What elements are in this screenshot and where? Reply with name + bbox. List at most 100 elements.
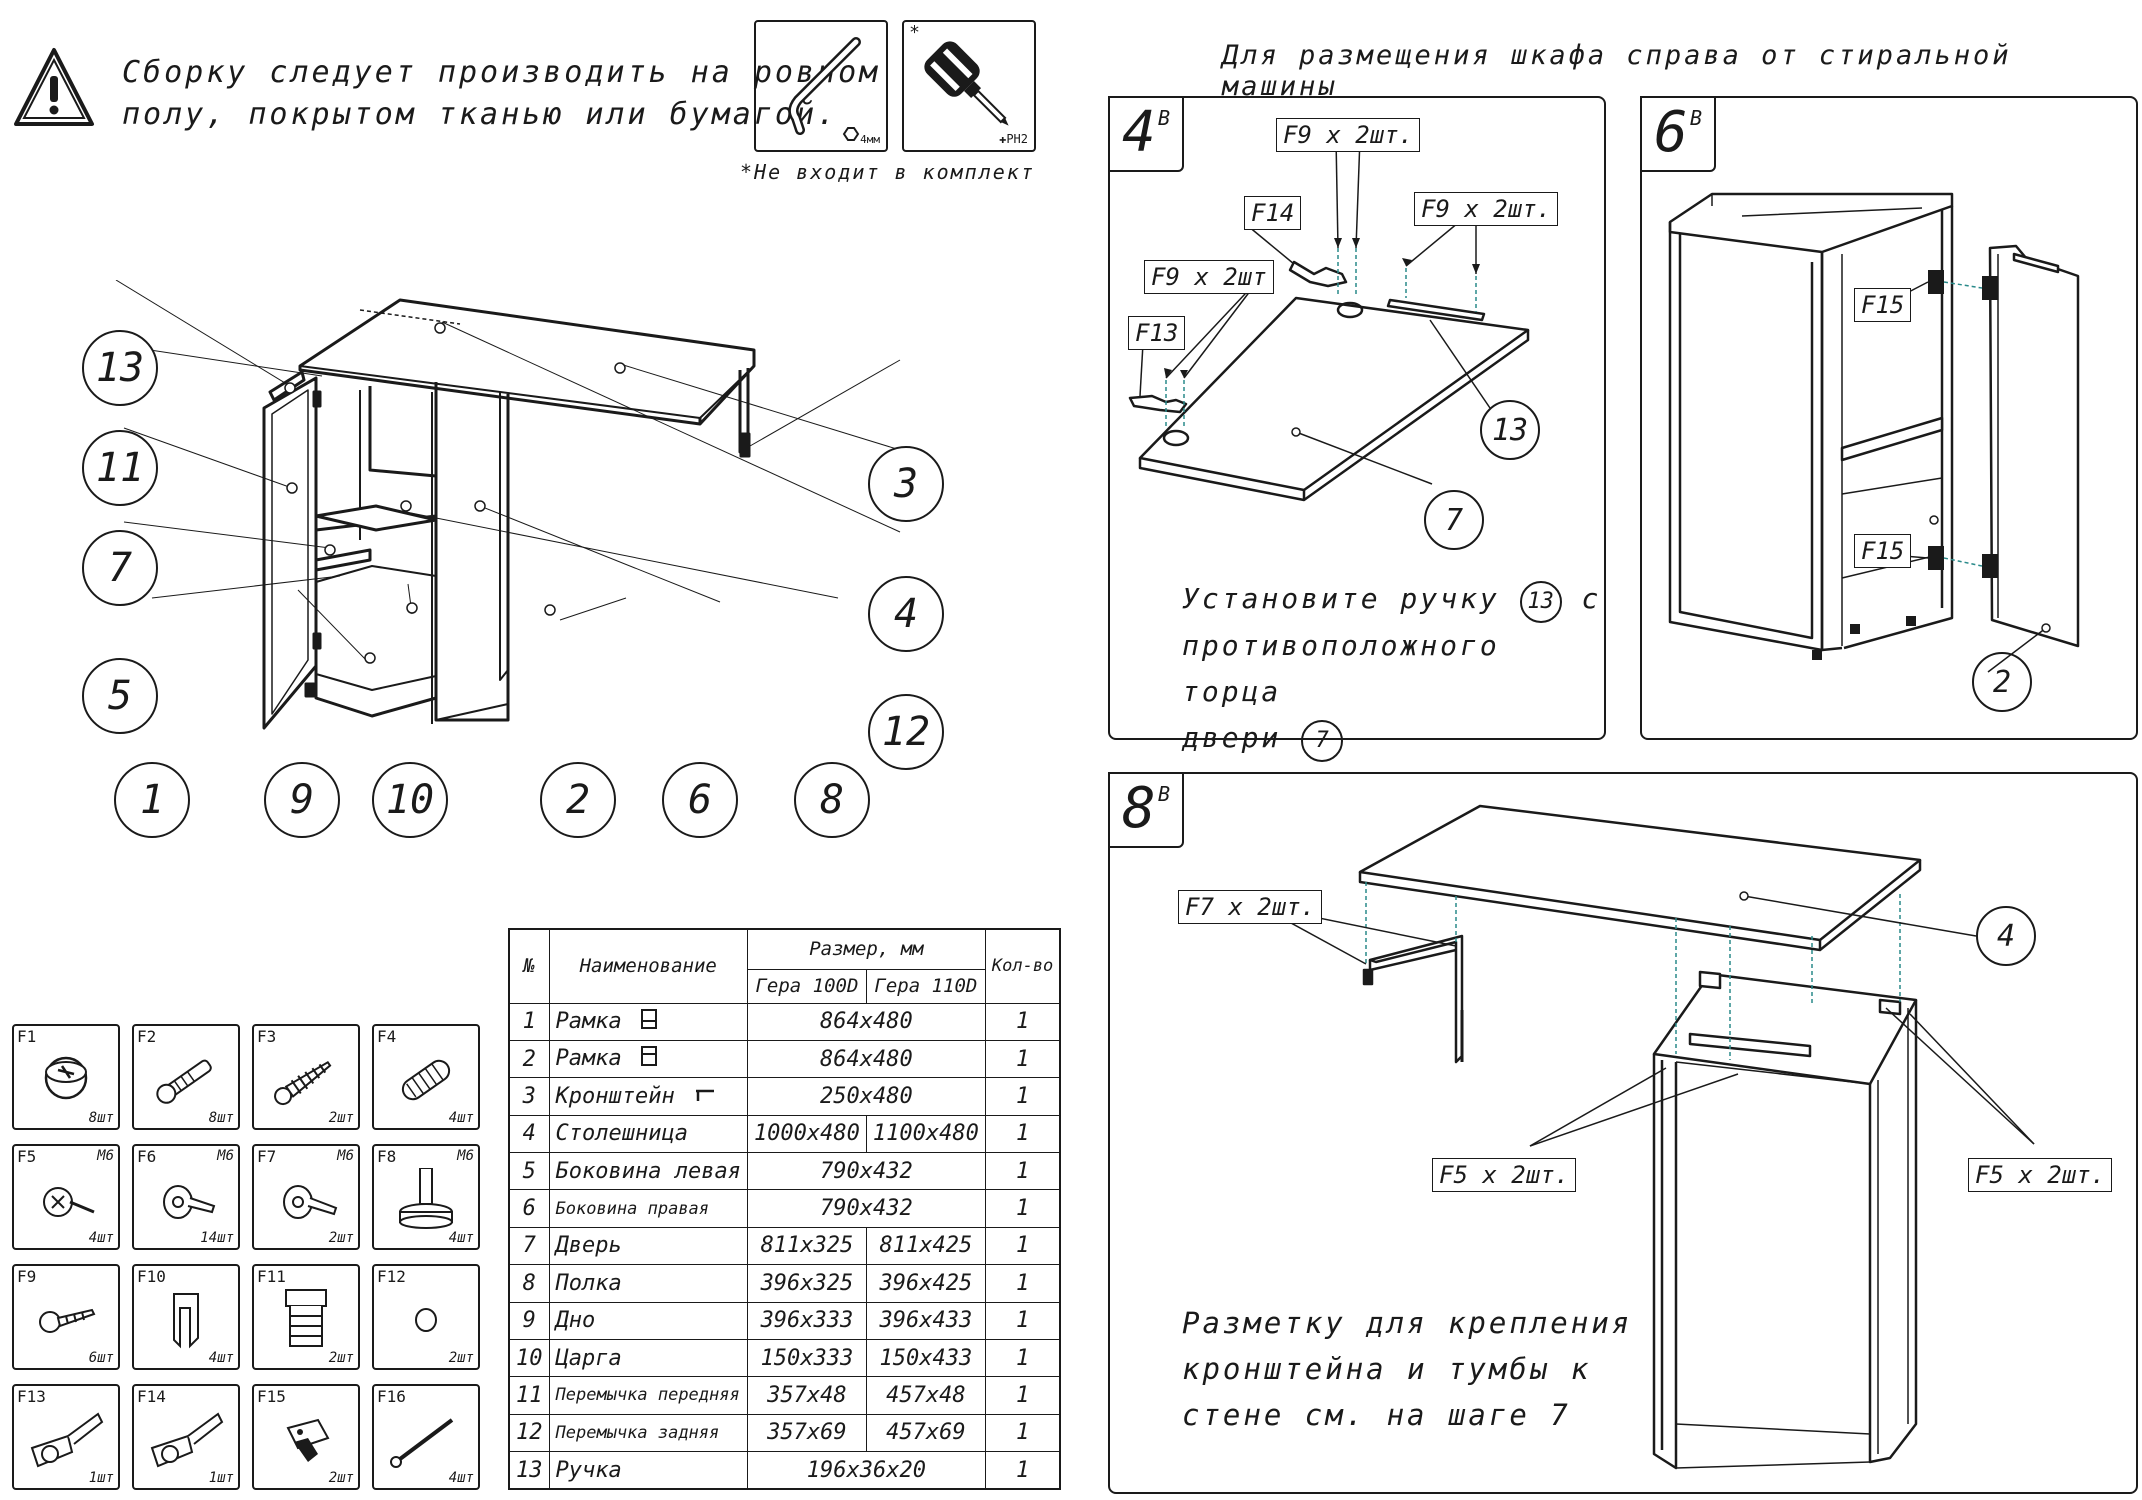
fitting-qty: 2шт — [448, 1350, 474, 1366]
screwdriver-icon — [924, 41, 1009, 126]
step-4-tag-f9-left: F9 х 2шт — [1144, 260, 1274, 294]
cap-icon — [415, 1308, 437, 1332]
row-number: 10 — [508, 1338, 550, 1378]
fitting-spec: М6 — [337, 1148, 354, 1164]
row-name: Дверь — [548, 1226, 748, 1266]
row-size: 196х36х20 — [746, 1451, 986, 1490]
row-qty: 1 — [984, 1002, 1061, 1041]
hex-key-size: 4мм — [860, 133, 880, 146]
callout-5: 5 — [82, 658, 158, 734]
callout-12: 12 — [868, 694, 944, 770]
row-name: Рамка — [548, 1002, 748, 1041]
row-qty: 1 — [984, 1114, 1061, 1154]
fitting-qty: 8шт — [208, 1110, 234, 1126]
hex-key-icon — [788, 37, 861, 141]
row-number: 3 — [508, 1077, 550, 1116]
row-name-text: Царга — [555, 1345, 622, 1371]
fitting-code: F7 — [257, 1147, 277, 1166]
row-name: Перемычка задняя — [548, 1413, 748, 1453]
row-number: 6 — [508, 1189, 550, 1228]
fitting-code: F6 — [137, 1147, 157, 1166]
step-8-tag-f7: F7 х 2шт. — [1178, 890, 1323, 924]
row-name-text: Дверь — [555, 1233, 622, 1259]
step-6-number-box: 6 B — [1640, 96, 1716, 172]
step-4-ref-13: 13 — [1519, 581, 1562, 623]
row-size-1: 150х333 — [746, 1338, 867, 1378]
row-size: 864х480 — [746, 1039, 986, 1079]
step-8-drawing — [1259, 804, 2035, 1470]
row-name: Дно — [548, 1301, 748, 1340]
fitting-code: F3 — [257, 1027, 277, 1046]
row-size-2: 811х425 — [865, 1226, 986, 1266]
row-qty: 1 — [984, 1413, 1061, 1453]
callout-4: 4 — [868, 576, 944, 652]
row-size-1: 811х325 — [746, 1226, 867, 1266]
step-6-suffix: B — [1690, 106, 1703, 130]
fitting-qty: 2шт — [328, 1110, 354, 1126]
hinge-icon — [150, 1412, 224, 1468]
fitting-code: F5 — [17, 1147, 37, 1166]
row-name-text: Боковина правая — [555, 1198, 710, 1219]
callout-3: 3 — [868, 446, 944, 522]
fitting-spec: М6 — [457, 1148, 474, 1164]
row-size-1: 357х69 — [746, 1413, 867, 1453]
shelf-support-icon — [173, 1293, 199, 1349]
fitting-qty: 2шт — [328, 1230, 354, 1246]
step-4-text-line1a: Установите ручку — [1182, 582, 1500, 615]
callout-9: 9 — [264, 762, 340, 838]
cam-lock-icon — [44, 1056, 88, 1100]
step-6-number: 6 — [1654, 100, 1688, 165]
callout-10: 10 — [372, 762, 448, 838]
bracket-icon — [694, 1084, 716, 1109]
fitting-code: F11 — [257, 1267, 286, 1286]
fitting-qty: 4шт — [448, 1230, 474, 1246]
row-name: Царга — [548, 1338, 748, 1378]
screwdriver-size-value: PH2 — [1006, 132, 1028, 146]
row-name-text: Столешница — [555, 1121, 688, 1147]
row-name: Кронштейн — [548, 1077, 748, 1116]
fitting-f4: F4 4шт — [372, 1024, 480, 1130]
row-number: 5 — [508, 1151, 550, 1191]
step-8-number-box: 8 B — [1108, 772, 1184, 848]
row-size-1: 396х333 — [746, 1301, 867, 1340]
step-4-tag-f9-right: F9 х 2шт. — [1414, 192, 1559, 226]
row-name: Боковина правая — [548, 1189, 748, 1228]
row-qty: 1 — [984, 1301, 1061, 1340]
fitting-spec: М6 — [97, 1148, 114, 1164]
callout-2: 2 — [540, 762, 616, 838]
row-size: 864х480 — [746, 1002, 986, 1041]
fitting-qty: 4шт — [448, 1110, 474, 1126]
callout-7: 7 — [82, 530, 158, 606]
hex-key-tool: 4мм — [754, 20, 888, 152]
callout-8: 8 — [794, 762, 870, 838]
warning-line-2: полу, покрытом тканью или бумагой. — [122, 97, 839, 132]
row-qty: 1 — [984, 1376, 1061, 1415]
step-4-ref-7: 7 — [1301, 720, 1344, 762]
step-4-number-box: 4 B — [1108, 96, 1184, 172]
fitting-code: F2 — [137, 1027, 157, 1046]
fitting-code: F12 — [377, 1267, 406, 1286]
row-number: 2 — [508, 1039, 550, 1079]
step-4-text-line3a: двери — [1182, 721, 1282, 754]
not-included-asterisk: * — [910, 22, 919, 43]
step-8-text-line2: кронштейна и тумбы к — [1182, 1352, 1592, 1386]
step-4-drawing — [1128, 137, 1530, 502]
row-name-text: Полка — [555, 1270, 622, 1296]
col-variant-1: Гера 100D — [746, 968, 867, 1004]
row-size-1: 396х325 — [746, 1264, 867, 1303]
fitting-code: F4 — [377, 1027, 397, 1046]
fitting-f12: F12 2шт — [372, 1264, 480, 1370]
row-number: 4 — [508, 1114, 550, 1154]
row-number: 9 — [508, 1301, 550, 1340]
